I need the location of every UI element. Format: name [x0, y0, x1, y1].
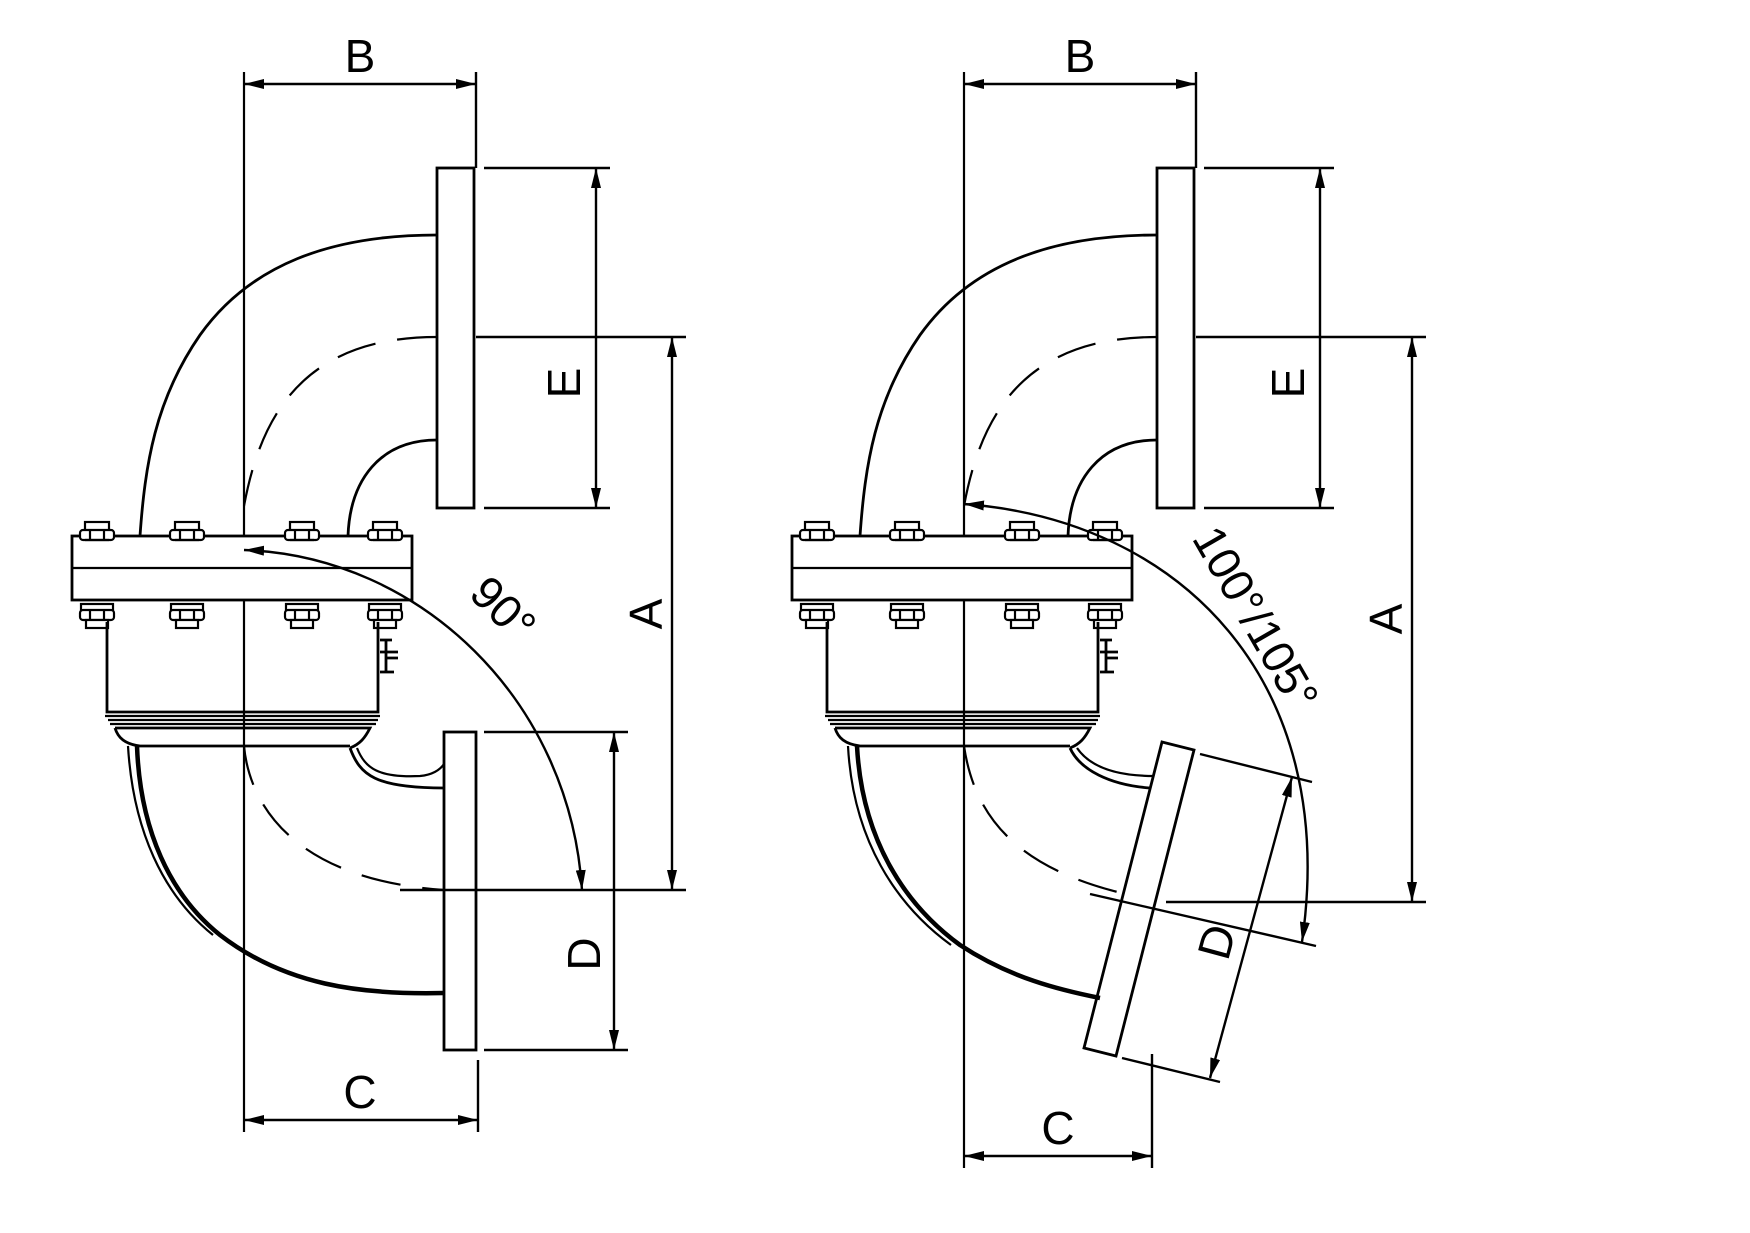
dim-d-label: D — [1187, 919, 1246, 965]
upper-flange — [1155, 166, 1196, 510]
lower-pipe-inner — [348, 747, 445, 790]
lower-pipe-outer — [854, 745, 1101, 1001]
upper-pipe-centreline — [962, 335, 1158, 507]
dim-c-label: C — [1041, 1102, 1074, 1154]
dim-b-label: B — [345, 30, 376, 82]
upper-pipe-outer — [858, 233, 1158, 537]
lower-pipe-centreline — [242, 745, 445, 892]
angle-arc-100-105 — [963, 500, 1310, 943]
dim-d-label: D — [558, 937, 610, 970]
dim-c-label: C — [343, 1066, 376, 1118]
dim-b-label: B — [1065, 30, 1096, 82]
lower-flange — [1082, 740, 1196, 1058]
angle-label-100-105: 100°/105° — [1183, 517, 1330, 719]
upper-pipe-centreline — [242, 335, 438, 507]
dim-e-label: E — [538, 368, 590, 399]
housing — [825, 622, 1100, 714]
dim-a-label: A — [1360, 603, 1412, 634]
upper-pipe-inner — [346, 438, 438, 537]
side-valve — [1100, 638, 1118, 674]
side-valve — [380, 638, 398, 674]
housing — [105, 622, 380, 714]
lower-pipe-outer — [134, 745, 445, 996]
dim-e-label: E — [1262, 368, 1314, 399]
angle-label-90: 90° — [460, 566, 546, 652]
angle-arc-90 — [243, 545, 586, 891]
figure-elbow-100-105: B E A D C 100°/105° — [790, 30, 1426, 1168]
dim-a-label: A — [620, 598, 672, 629]
upper-flange — [435, 166, 476, 510]
figure-elbow-90: B E A D C 90° — [70, 30, 686, 1132]
upper-pipe-outer — [138, 233, 438, 537]
